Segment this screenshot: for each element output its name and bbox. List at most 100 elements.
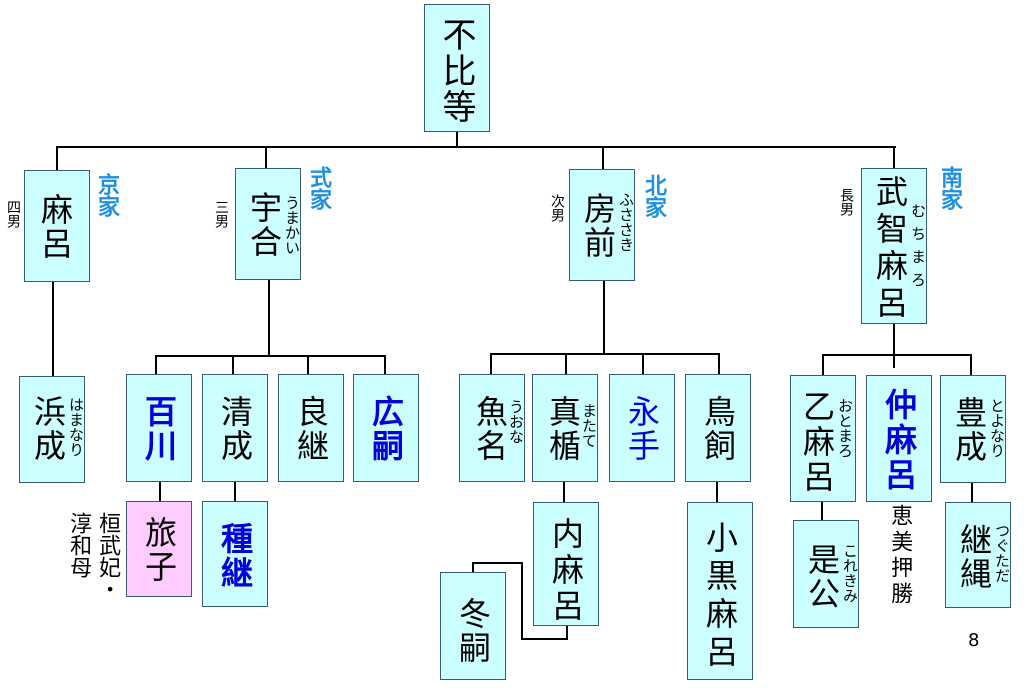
ruby-reading: これきみ bbox=[841, 543, 859, 603]
house-label: 南家 bbox=[937, 166, 962, 210]
person-box-uona[interactable]: 魚名 うおな bbox=[459, 374, 525, 482]
person-box-tabiko[interactable]: 旅子 bbox=[126, 501, 192, 597]
connector-line bbox=[565, 353, 567, 375]
person-box-torikai[interactable]: 鳥飼 bbox=[685, 374, 751, 482]
birth-order-label: 長男 bbox=[838, 188, 854, 216]
person-name: 種継 bbox=[216, 522, 254, 590]
connector-line bbox=[718, 353, 720, 375]
person-name: 鳥飼 bbox=[699, 395, 737, 463]
connector-line bbox=[265, 146, 267, 168]
person-name: 麻呂 bbox=[36, 193, 74, 261]
connector-line bbox=[52, 282, 54, 376]
person-box-nagate[interactable]: 永手 bbox=[609, 374, 675, 482]
page-number: 8 bbox=[968, 630, 980, 651]
person-box-fusasaki[interactable]: 房前 ふささき bbox=[569, 169, 635, 281]
connector-line bbox=[970, 354, 972, 376]
person-name: 清成 bbox=[216, 395, 254, 463]
person-name: 継縄 bbox=[955, 523, 993, 591]
person-box-maro[interactable]: 麻呂 bbox=[24, 170, 90, 282]
house-label: 北家 bbox=[641, 174, 666, 218]
person-name: 小黒麻呂 bbox=[701, 521, 739, 673]
person-name: 仲麻呂 bbox=[880, 388, 918, 493]
person-name: 真楯 bbox=[544, 395, 582, 463]
person-name: 内麻呂 bbox=[547, 517, 585, 625]
connector-line bbox=[893, 324, 895, 354]
connector-line bbox=[603, 280, 605, 354]
connector-line bbox=[159, 482, 161, 502]
person-box-tanetsugu[interactable]: 種継 bbox=[202, 501, 268, 607]
connector-line bbox=[602, 146, 604, 170]
connector-line bbox=[232, 355, 234, 375]
person-box-muchimaro[interactable]: 武智麻呂 むちまろ bbox=[861, 168, 927, 324]
person-name: 豊成 bbox=[950, 396, 988, 464]
birth-order-label: 四男 bbox=[5, 200, 21, 228]
person-name: 浜成 bbox=[29, 395, 67, 463]
person-name: 乙麻呂 bbox=[798, 390, 836, 495]
ruby-reading: とよなり bbox=[988, 398, 1006, 458]
connector-line bbox=[642, 353, 644, 375]
connector-line bbox=[893, 146, 895, 168]
person-box-kiyonari[interactable]: 清成 bbox=[202, 374, 268, 482]
birth-order-label: 次男 bbox=[549, 194, 565, 222]
ruby-reading: ふささき bbox=[617, 192, 635, 252]
ruby-reading: うおな bbox=[507, 399, 525, 444]
house-label: 式家 bbox=[306, 166, 331, 210]
person-box-otomaro[interactable]: 乙麻呂 おとまろ bbox=[790, 375, 856, 502]
connector-line bbox=[893, 354, 895, 368]
person-box-uchimaro[interactable]: 内麻呂 bbox=[533, 502, 599, 626]
connector-line bbox=[566, 626, 568, 640]
person-box-momokawa[interactable]: 百川 bbox=[126, 374, 192, 482]
connector-line bbox=[56, 146, 896, 148]
person-name: 旅子 bbox=[140, 516, 178, 584]
connector-line bbox=[521, 563, 523, 640]
connector-line bbox=[490, 353, 720, 355]
person-name: 永手 bbox=[623, 395, 661, 463]
person-box-hamanari[interactable]: 浜成 はまなり bbox=[19, 376, 85, 483]
note-text: 淳和母 bbox=[66, 512, 92, 578]
person-name: 冬嗣 bbox=[454, 597, 492, 665]
connector-line bbox=[472, 562, 474, 574]
person-name: 是公 bbox=[803, 543, 841, 611]
ruby-reading: またて bbox=[580, 403, 598, 448]
connector-line bbox=[155, 355, 157, 375]
person-box-fuhito[interactable]: 不比等 bbox=[424, 4, 490, 132]
connector-line bbox=[971, 482, 973, 504]
person-box-oguromaro[interactable]: 小黒麻呂 bbox=[687, 502, 753, 680]
connector-line bbox=[822, 354, 824, 376]
person-box-umakai[interactable]: 宇合 うまかい bbox=[235, 168, 301, 280]
house-label: 京家 bbox=[94, 173, 119, 217]
person-box-fuyutsugu[interactable]: 冬嗣 bbox=[440, 572, 506, 680]
connector-line bbox=[56, 146, 58, 170]
connector-line bbox=[384, 355, 386, 375]
note-text: 恵美押勝 bbox=[887, 504, 913, 608]
person-name: 宇合 bbox=[245, 191, 283, 259]
connector-line bbox=[822, 354, 972, 356]
connector-line bbox=[307, 355, 309, 375]
ruby-reading: つぐただ bbox=[993, 523, 1011, 583]
connector-line bbox=[563, 482, 565, 504]
note-text: 桓武妃・ bbox=[95, 512, 121, 600]
person-name: 房前 bbox=[579, 192, 617, 260]
person-box-toyonari[interactable]: 豊成 とよなり bbox=[940, 375, 1006, 483]
person-name: 武智麻呂 bbox=[871, 175, 909, 323]
person-name: 良継 bbox=[292, 395, 330, 463]
person-box-yoshitsugu[interactable]: 良継 bbox=[278, 374, 344, 482]
person-box-matate[interactable]: 真楯 またて bbox=[532, 374, 598, 482]
connector-line bbox=[821, 502, 823, 522]
connector-line bbox=[456, 132, 458, 148]
ruby-reading: むちまろ bbox=[909, 203, 927, 295]
person-box-nakamaro[interactable]: 仲麻呂 bbox=[866, 375, 932, 502]
connector-line bbox=[716, 482, 718, 504]
person-name: 百川 bbox=[140, 395, 178, 463]
person-name: 不比等 bbox=[436, 17, 476, 125]
person-box-hirotsugu[interactable]: 広嗣 bbox=[353, 374, 419, 482]
connector-line bbox=[521, 638, 568, 640]
person-box-korekimi[interactable]: 是公 これきみ bbox=[793, 520, 859, 628]
person-name: 魚名 bbox=[471, 395, 509, 463]
connector-line bbox=[490, 353, 492, 375]
connector-line bbox=[268, 280, 270, 356]
person-box-tsugutada[interactable]: 継縄 つぐただ bbox=[945, 502, 1011, 608]
connector-line bbox=[234, 482, 236, 502]
ruby-reading: おとまろ bbox=[836, 398, 854, 458]
ruby-reading: はまなり bbox=[67, 397, 85, 457]
